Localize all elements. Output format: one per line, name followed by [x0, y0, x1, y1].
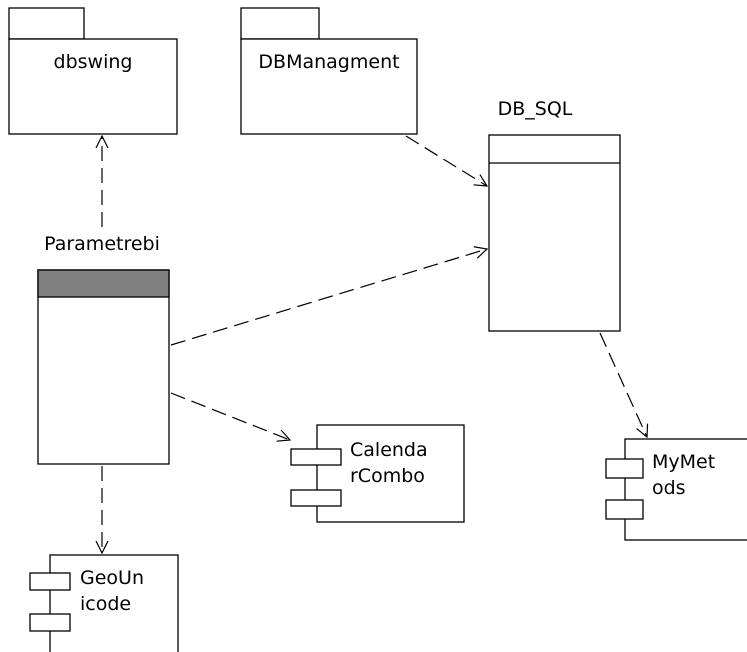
- dependency-parametrebi-to-calendarcombo[interactable]: [170, 392, 290, 440]
- class-label: Parametrebi: [44, 233, 160, 255]
- package-dbmanagment[interactable]: DBManagment: [240, 7, 418, 135]
- component-label: GeoUn icode: [80, 567, 150, 615]
- component-port-top: [290, 448, 342, 466]
- package-label: dbswing: [54, 51, 133, 73]
- package-body: [8, 38, 178, 135]
- class-label: DB_SQL: [498, 98, 573, 120]
- component-port-top: [29, 572, 71, 591]
- component-label-line-2: icode: [80, 593, 131, 615]
- class-box: [37, 269, 170, 465]
- component-label-line-1: MyMet: [652, 451, 715, 473]
- component-label-line-2: rCombo: [350, 465, 425, 487]
- class-db-sql[interactable]: DB_SQL: [488, 98, 621, 332]
- package-tab: [240, 7, 320, 40]
- package-tab: [8, 7, 85, 40]
- component-label-line-1: Calenda: [350, 439, 428, 461]
- class-header-selected: [37, 269, 170, 298]
- dependency-parametrebi-to-db-sql[interactable]: [170, 249, 487, 346]
- component-body: [49, 554, 179, 652]
- component-port-bottom: [605, 499, 644, 520]
- component-body: [316, 424, 465, 523]
- dependency-arrows: [102, 136, 647, 553]
- component-calendarcombo[interactable]: Calenda rCombo: [290, 424, 465, 523]
- component-label: Calenda rCombo: [350, 439, 434, 487]
- package-body: [240, 38, 418, 135]
- dependency-db-sql-to-mymetods[interactable]: [599, 332, 647, 437]
- package-dbswing[interactable]: dbswing: [8, 7, 178, 135]
- dependency-dbmanagment-to-db-sql[interactable]: [405, 135, 487, 186]
- component-label-line-1: GeoUn: [80, 567, 144, 589]
- package-label: DBManagment: [258, 51, 399, 73]
- component-port-bottom: [290, 489, 342, 507]
- component-geounicode[interactable]: GeoUn icode: [29, 554, 179, 652]
- component-label-line-2: ods: [652, 477, 686, 499]
- component-port-top: [605, 458, 644, 479]
- component-port-bottom: [29, 613, 71, 632]
- component-label: MyMet ods: [652, 451, 721, 499]
- class-box: [488, 134, 621, 332]
- class-parametrebi[interactable]: Parametrebi: [37, 233, 170, 465]
- component-body: [624, 438, 747, 541]
- component-mymetods[interactable]: MyMet ods: [605, 438, 747, 541]
